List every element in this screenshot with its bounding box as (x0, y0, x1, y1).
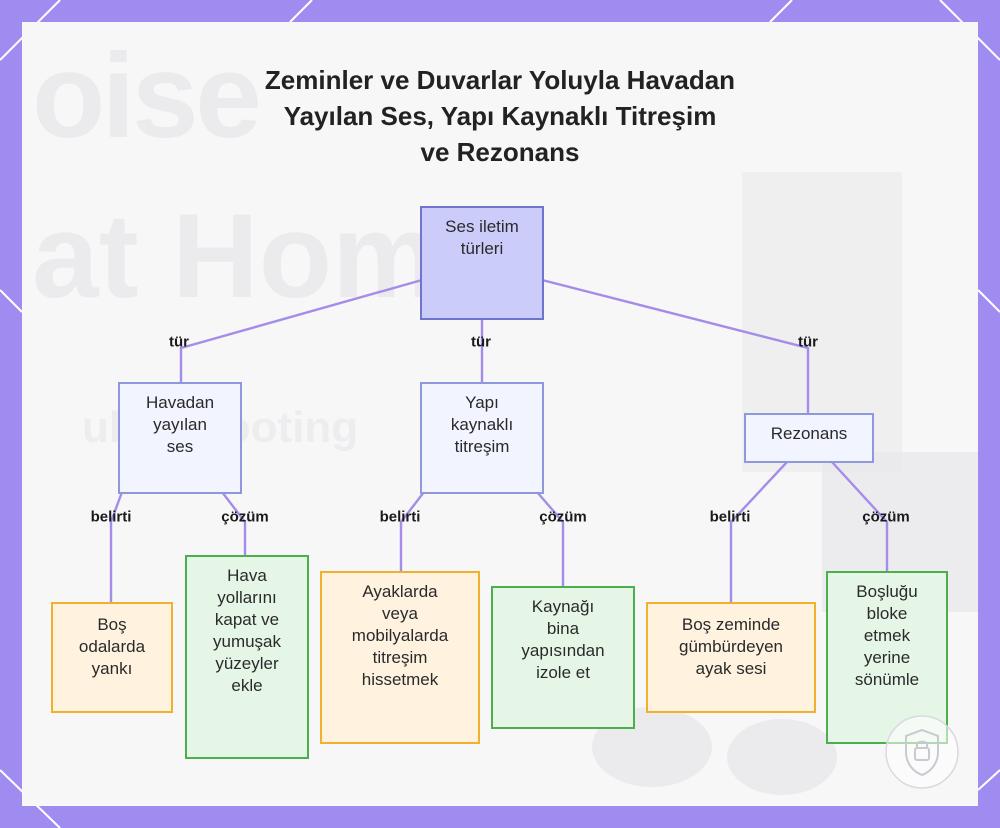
node-airborne-solution-line: ekle (231, 675, 262, 697)
edge-label-type-1: tür (169, 334, 189, 351)
node-airborne-solution: Hava yollarını kapat ve yumuşak yüzeyler… (185, 555, 309, 759)
node-structure-solution: Kaynağı bina yapısından izole et (491, 586, 635, 729)
edge-structure-symptom (401, 492, 424, 571)
node-resonance-solution-line: etmek (864, 625, 910, 647)
node-structure-borne: Yapı kaynaklı titreşim (420, 382, 544, 494)
edge-label-solution-2: çözüm (539, 509, 587, 526)
node-airborne-solution-line: yollarını (217, 587, 277, 609)
node-resonance-solution-line: bloke (867, 603, 908, 625)
node-airborne-symptom-line: yankı (92, 658, 133, 680)
edge-label-type-2: tür (471, 334, 491, 351)
node-airborne-solution-line: kapat ve (215, 609, 279, 631)
node-structure-solution-line: izole et (536, 662, 590, 684)
node-resonance-symptom-line: Boş zeminde (682, 614, 780, 636)
node-structure-line: Yapı (465, 392, 499, 414)
node-airborne-symptom-line: odalarda (79, 636, 145, 658)
shield-logo-icon (882, 712, 962, 792)
node-structure-symptom-line: Ayaklarda (362, 581, 437, 603)
node-airborne-line: yayılan (153, 414, 207, 436)
node-airborne-symptom: Boş odalarda yankı (51, 602, 173, 713)
node-resonance-solution-line: Boşluğu (856, 581, 917, 603)
node-resonance-solution-line: sönümle (855, 669, 919, 691)
diagram-panel: oise at Home ubleshooting Zeminler ve Du… (22, 22, 978, 806)
node-resonance: Rezonans (744, 413, 874, 463)
node-structure-line: kaynaklı (451, 414, 513, 436)
edge-resonance-symptom (731, 462, 787, 602)
node-resonance-symptom-line: gümbürdeyen (679, 636, 783, 658)
node-resonance-symptom: Boş zeminde gümbürdeyen ayak sesi (646, 602, 816, 713)
node-structure-symptom-line: veya (382, 603, 418, 625)
edge-label-solution-1: çözüm (221, 509, 269, 526)
node-resonance-solution-line: yerine (864, 647, 910, 669)
edge-label-type-3: tür (798, 334, 818, 351)
edge-root-resonance (542, 280, 808, 413)
node-resonance-symptom-line: ayak sesi (696, 658, 767, 680)
node-airborne-solution-line: yumuşak (213, 631, 281, 653)
node-root: Ses iletim türleri (420, 206, 544, 320)
node-airborne-line: ses (167, 436, 193, 458)
node-structure-solution-line: Kaynağı (532, 596, 594, 618)
edge-structure-solution (537, 492, 563, 586)
node-structure-solution-line: bina (547, 618, 579, 640)
node-root-line: türleri (461, 238, 504, 260)
node-airborne-solution-line: yüzeyler (215, 653, 278, 675)
node-airborne-sound: Havadan yayılan ses (118, 382, 242, 494)
node-airborne-solution-line: Hava (227, 565, 267, 587)
node-airborne-line: Havadan (146, 392, 214, 414)
node-structure-symptom-line: mobilyalarda (352, 625, 448, 647)
node-root-line: Ses iletim (445, 216, 519, 238)
node-structure-line: titreşim (455, 436, 510, 458)
edge-label-symptom-1: belirti (91, 509, 132, 526)
edge-label-solution-3: çözüm (862, 509, 910, 526)
node-structure-solution-line: yapısından (521, 640, 604, 662)
node-structure-symptom: Ayaklarda veya mobilyalarda titreşim his… (320, 571, 480, 744)
node-structure-symptom-line: titreşim (373, 647, 428, 669)
node-airborne-symptom-line: Boş (97, 614, 126, 636)
edge-root-airborne (181, 280, 422, 382)
node-structure-symptom-line: hissetmek (362, 669, 439, 691)
node-resonance-line: Rezonans (771, 423, 848, 445)
edge-label-symptom-3: belirti (710, 509, 751, 526)
edge-label-symptom-2: belirti (380, 509, 421, 526)
